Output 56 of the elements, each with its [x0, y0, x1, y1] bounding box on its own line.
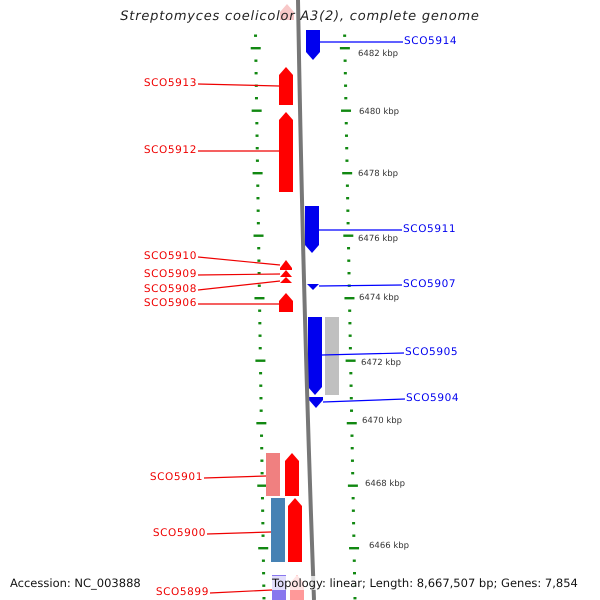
gene-feature — [280, 270, 292, 277]
leader-line — [198, 256, 280, 266]
leader-line — [210, 589, 272, 594]
gene-block — [266, 453, 280, 496]
leader-line — [198, 303, 279, 305]
gene-feature — [308, 317, 322, 395]
leader-line — [320, 41, 403, 43]
gene-feature — [305, 206, 319, 253]
scale-label: 6478 kbp — [358, 169, 398, 179]
leader-line — [319, 229, 402, 231]
gene-feature — [280, 260, 292, 270]
leader-line — [319, 284, 402, 287]
leader-line — [198, 150, 279, 152]
scale-label: 6482 kbp — [358, 49, 398, 59]
gene-label: SCO5909 — [144, 268, 197, 280]
leader-line — [206, 531, 272, 535]
gene-feature — [279, 293, 293, 312]
gene-feature — [280, 277, 292, 283]
gene-block — [271, 498, 285, 562]
scale-label: 6474 kbp — [359, 293, 400, 303]
leader-line — [322, 398, 406, 403]
gene-label: SCO5911 — [403, 223, 456, 235]
gene-label: SCO5906 — [144, 297, 197, 309]
leader-line — [198, 83, 280, 87]
leader-line — [198, 280, 280, 291]
gene-feature — [288, 498, 302, 562]
gene-feature — [307, 284, 319, 290]
leader-line — [204, 475, 266, 479]
gene-block — [325, 317, 339, 395]
gene-feature — [285, 453, 299, 496]
gene-feature — [279, 112, 293, 192]
gene-feature — [306, 30, 320, 60]
gene-label: SCO5908 — [144, 283, 197, 295]
scale-label: 6480 kbp — [359, 107, 400, 117]
title: Streptomyces coelicolor A3(2), complete genome — [119, 9, 481, 24]
footer-text: Accession: NC_003888 — [10, 576, 141, 590]
scale-label: 6468 kbp — [365, 479, 406, 489]
gene-label: SCO5907 — [403, 278, 456, 290]
gene-label: SCO5914 — [404, 35, 458, 47]
scale-label: 6470 kbp — [362, 416, 402, 426]
scale-label: 6466 kbp — [369, 541, 410, 551]
gene-feature — [309, 397, 323, 408]
gene-label: SCO5899 — [156, 586, 209, 598]
gene-feature — [279, 67, 293, 105]
gene-label: SCO5900 — [152, 527, 206, 539]
gene-label: SCO5905 — [405, 346, 458, 358]
leader-line — [322, 352, 404, 356]
scale-label: 6472 kbp — [361, 358, 402, 368]
gene-label: SCO5910 — [144, 250, 197, 262]
gene-label: SCO5912 — [144, 144, 197, 156]
gene-label: SCO5913 — [144, 77, 197, 89]
gene-label: SCO5904 — [406, 392, 460, 404]
leader-line — [198, 273, 280, 276]
footer-text: Topology: linear; Length: 8,667,507 bp; Genes: 7,854 — [272, 576, 578, 590]
scale-label: 6476 kbp — [358, 234, 398, 244]
gene-label: SCO5901 — [150, 471, 203, 483]
